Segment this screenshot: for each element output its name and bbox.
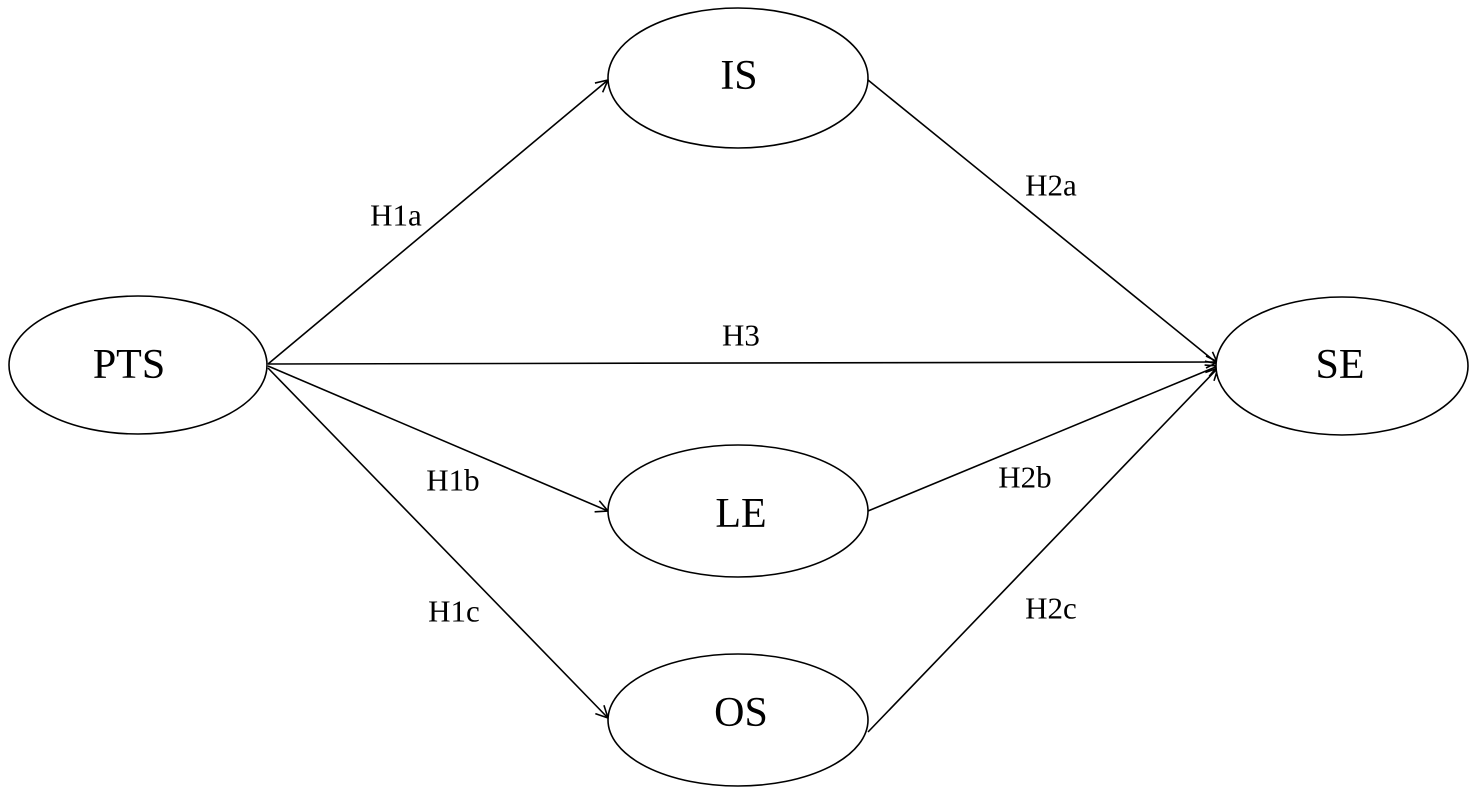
node-se: SE (1215, 296, 1469, 436)
edge-label-h1b: H1b (426, 463, 479, 498)
node-is: IS (607, 7, 869, 149)
edge-label-h2a: H2a (1025, 168, 1077, 203)
node-os: OS (607, 653, 869, 787)
node-is-label: IS (720, 53, 757, 99)
node-pts: PTS (8, 295, 268, 435)
node-se-ellipse (1215, 296, 1469, 436)
edge-pts-le-arrow (267, 365, 608, 511)
edge-is-se-arrow (867, 79, 1218, 364)
node-pts-label: PTS (93, 342, 165, 388)
node-le: LE (607, 444, 869, 578)
node-is-ellipse (607, 7, 869, 149)
edge-group (267, 79, 1218, 733)
node-os-ellipse (607, 653, 869, 787)
edge-label-group: H1a H1b H1c H2a H2b H2c H3 (370, 168, 1077, 629)
node-le-label: LE (715, 491, 766, 537)
node-se-label: SE (1315, 342, 1364, 388)
edge-pts-is-arrow (267, 80, 608, 365)
edge-os-se-arrow (867, 368, 1218, 733)
edge-label-h3: H3 (722, 318, 760, 353)
edge-le-se-arrow (867, 366, 1218, 512)
node-le-ellipse (607, 444, 869, 578)
edge-label-h2b: H2b (998, 460, 1051, 495)
edge-label-h2c: H2c (1025, 591, 1077, 626)
node-os-label: OS (714, 690, 768, 736)
edge-label-h1a: H1a (370, 198, 422, 233)
edge-pts-os-arrow (267, 367, 608, 718)
node-pts-ellipse (8, 295, 268, 435)
edge-pts-se-arrow (267, 362, 1218, 364)
edge-label-h1c: H1c (428, 594, 480, 629)
